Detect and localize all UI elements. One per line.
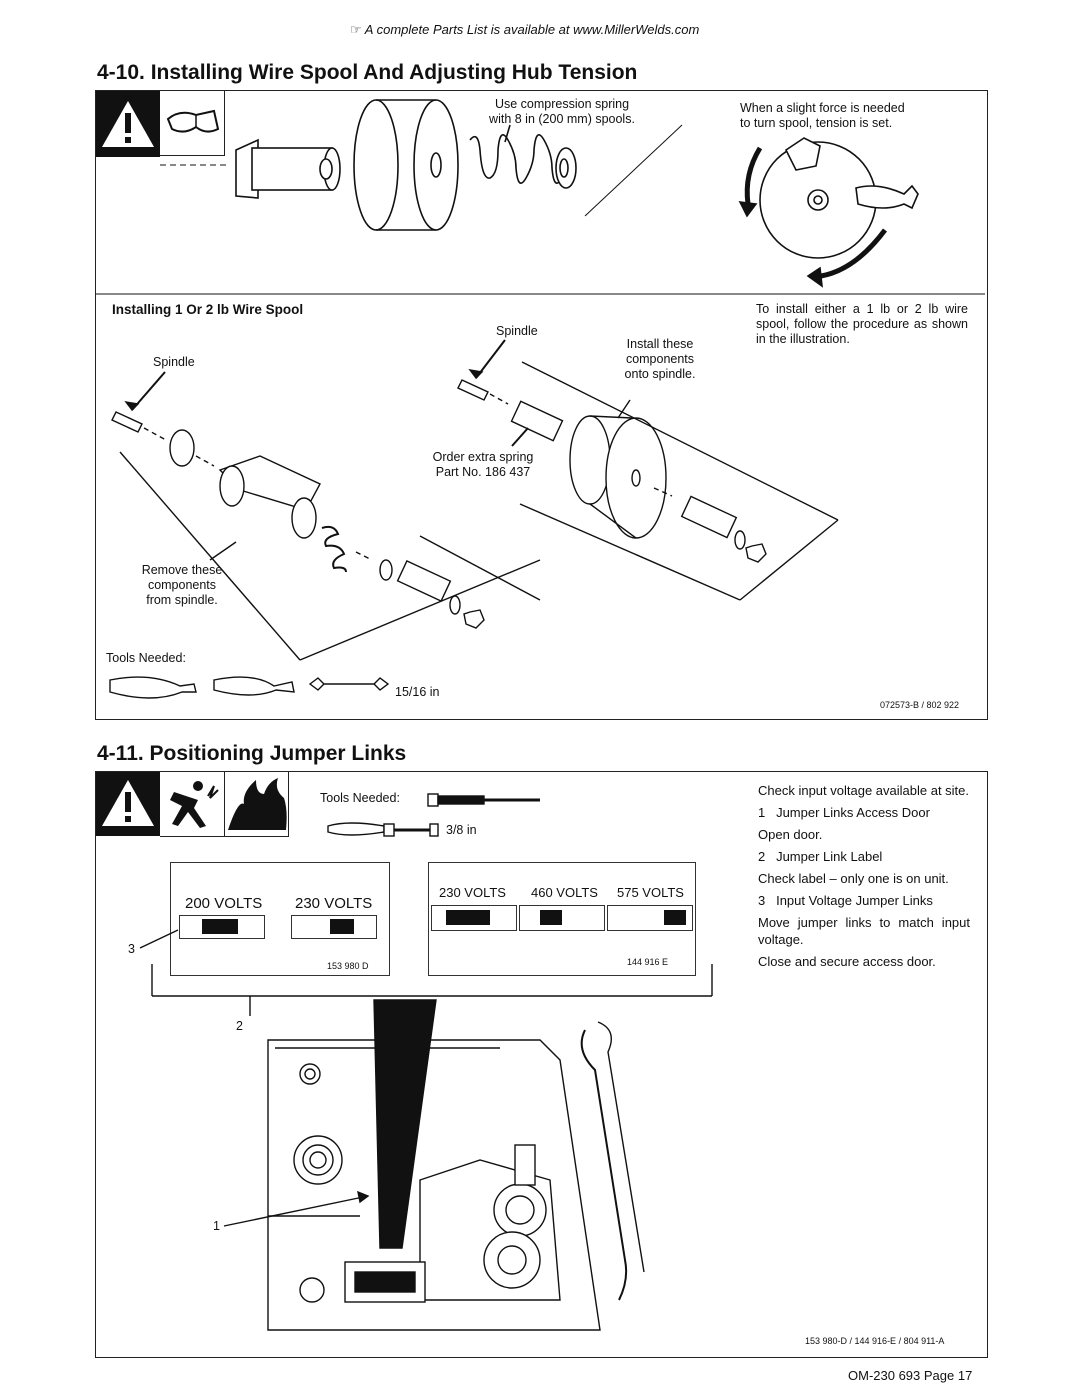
step-check-input: Check input voltage available at site. xyxy=(758,783,970,798)
section-4-10-box xyxy=(95,90,988,720)
jumper-position-575 xyxy=(607,905,693,931)
compression-spring-note: Use compression spring with 8 in (200 mm… xyxy=(489,97,635,126)
order-spring-note: Order extra spring Part No. 186 437 xyxy=(432,450,534,479)
step-access-door: 1 Jumper Links Access Door xyxy=(758,805,930,820)
label-ref-right: 144 916 E xyxy=(627,957,669,967)
volt-575-label: 575 VOLTS xyxy=(617,885,684,900)
fire-hazard-box xyxy=(224,772,289,837)
jumper-label-low-voltage: 200 VOLTS 230 VOLTS 153 980 D xyxy=(170,862,390,976)
remove-these-note: Remove these components from spindle. xyxy=(141,563,223,607)
safety-glasses-icon xyxy=(166,109,220,133)
tools-needed-label: Tools Needed: xyxy=(106,651,186,665)
spindle-label-right: Spindle xyxy=(496,324,538,338)
warning-triangle-icon xyxy=(102,101,154,147)
spindle-label-left: Spindle xyxy=(153,355,195,369)
subheading-installing-spool: Installing 1 Or 2 lb Wire Spool xyxy=(112,302,304,317)
jumper-label-high-voltage: 230 VOLTS 460 VOLTS 575 VOLTS 144 916 E xyxy=(428,862,696,976)
electric-shock-icon xyxy=(170,781,219,828)
fire-icon xyxy=(228,778,287,830)
volt-230-label: 230 VOLTS xyxy=(295,895,373,912)
label-ref-left: 153 980 D xyxy=(327,961,369,971)
warning-block xyxy=(96,91,160,157)
step-move-links: Move jumper links to match input voltage… xyxy=(758,915,970,947)
install-these-note: Install these components onto spindle. xyxy=(624,337,696,381)
wrench-size-label: 15/16 in xyxy=(395,685,440,699)
volt-460-label: 460 VOLTS xyxy=(531,885,598,900)
tension-note: When a slight force is needed to turn sp… xyxy=(740,101,905,130)
callout-3: 3 xyxy=(128,942,135,956)
section-title-4-10: 4-10. Installing Wire Spool And Adjustin… xyxy=(97,61,638,84)
warning-triangle-icon xyxy=(102,780,154,826)
step-close-door: Close and secure access door. xyxy=(758,954,936,969)
jumper-position-200 xyxy=(179,915,265,939)
jumper-position-460 xyxy=(519,905,605,931)
warning-block-4-11 xyxy=(96,772,160,836)
callout-2: 2 xyxy=(236,1019,243,1033)
figure-ref-4-11: 153 980-D / 144 916-E / 804 911-A xyxy=(805,1336,945,1346)
callout-1: 1 xyxy=(213,1219,220,1233)
tools-needed-label-4-11: Tools Needed: xyxy=(320,791,400,805)
step-link-label: 2 Jumper Link Label xyxy=(758,849,883,864)
step-check-label: Check label – only one is on unit. xyxy=(758,871,949,886)
jumper-position-230b xyxy=(431,905,517,931)
shock-hazard-box xyxy=(160,772,225,837)
section-4-11-box xyxy=(95,771,988,1358)
volt-230-label-b: 230 VOLTS xyxy=(439,885,506,900)
section-title-4-11: 4-11. Positioning Jumper Links xyxy=(97,742,407,765)
screwdriver-size-label: 3/8 in xyxy=(446,823,477,837)
step-input-links: 3 Input Voltage Jumper Links xyxy=(758,893,933,908)
step-open-door: Open door. xyxy=(758,827,823,842)
safety-glasses-box xyxy=(160,91,225,156)
install-note: To install either a 1 lb or 2 lb wire sp… xyxy=(756,302,968,346)
figure-ref-4-10: 072573-B / 802 922 xyxy=(880,700,960,710)
page-footer: OM-230 693 Page 17 xyxy=(848,1368,973,1383)
steps-list: Check input voltage available at site. 1… xyxy=(758,782,970,970)
pointing-hand-icon: ☞ xyxy=(350,22,362,37)
jumper-position-230 xyxy=(291,915,377,939)
parts-list-note: ☞ A complete Parts List is available at … xyxy=(350,22,700,37)
volt-200-label: 200 VOLTS xyxy=(185,895,263,912)
